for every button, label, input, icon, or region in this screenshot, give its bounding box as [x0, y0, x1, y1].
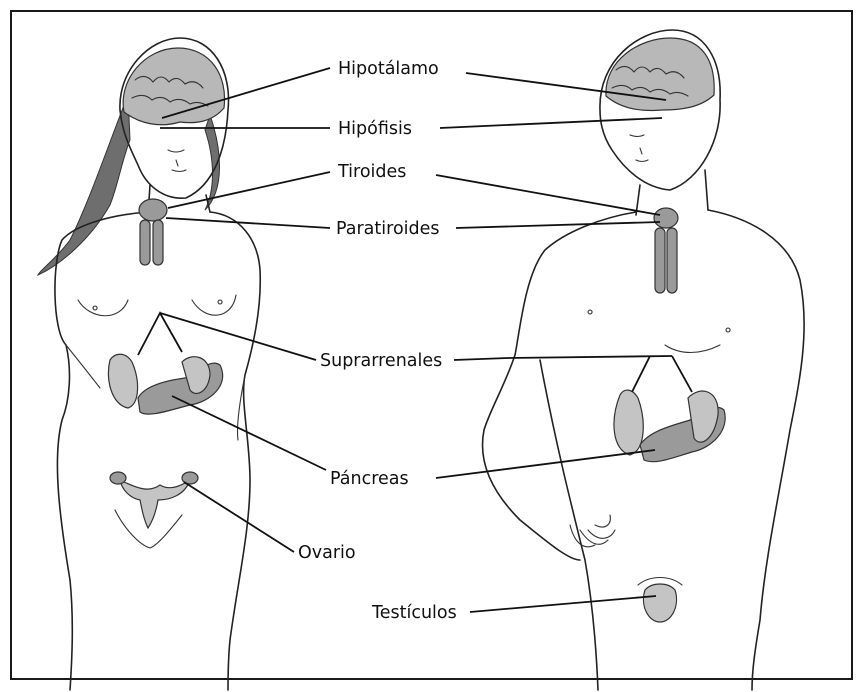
leader-suprarrenales-male-fork-left	[632, 356, 650, 392]
male-trachea-right	[667, 228, 677, 293]
female-hair	[38, 95, 130, 275]
leader-suprarrenales-female	[160, 313, 316, 360]
leader-ovario	[184, 482, 294, 552]
female-trachea-right	[153, 220, 163, 265]
male-chest	[588, 310, 730, 353]
label-hipofisis: Hipófisis	[338, 119, 412, 139]
leader-suprarrenales-male	[454, 358, 508, 360]
leader-tiroides-male	[436, 175, 660, 215]
label-ovario: Ovario	[298, 543, 356, 563]
female-body	[55, 212, 260, 690]
male-testicles	[643, 584, 676, 622]
label-tiroides: Tiroides	[337, 162, 406, 182]
label-hipotalamo: Hipotálamo	[338, 59, 439, 79]
male-trachea-left	[655, 228, 665, 293]
male-neck	[636, 170, 708, 215]
leader-suprarrenales-female-fork	[138, 313, 182, 355]
leader-paratiroides-female	[166, 218, 330, 228]
female-ovary-left	[110, 472, 126, 484]
female-thyroid	[139, 199, 167, 221]
female-trachea-left	[140, 220, 150, 265]
label-pancreas: Páncreas	[330, 469, 409, 489]
female-uterus	[120, 480, 190, 528]
female-adrenal-left	[108, 354, 137, 408]
leader-paratiroides-male	[456, 222, 660, 228]
male-hand	[570, 515, 615, 547]
leader-lines	[138, 68, 692, 612]
label-paratiroides: Paratiroides	[336, 219, 440, 239]
female-figure	[38, 38, 260, 690]
male-adrenal-left	[614, 390, 643, 455]
label-testiculos: Testículos	[371, 603, 457, 623]
leader-hipofisis-male	[440, 118, 662, 128]
leader-tiroides-female	[168, 172, 330, 208]
leader-suprarrenales-male-bar	[508, 356, 672, 358]
male-face	[630, 135, 648, 162]
label-suprarrenales: Suprarrenales	[320, 351, 442, 371]
male-thyroid	[654, 208, 678, 228]
leader-testiculos	[470, 596, 656, 612]
male-figure	[483, 30, 805, 690]
female-breasts	[78, 295, 236, 316]
leader-pancreas-male	[436, 450, 655, 478]
labels: Hipotálamo Hipófisis Tiroides Paratiroid…	[298, 59, 457, 623]
leader-suprarrenales-male-fork-right	[672, 356, 692, 392]
female-face	[168, 150, 186, 172]
